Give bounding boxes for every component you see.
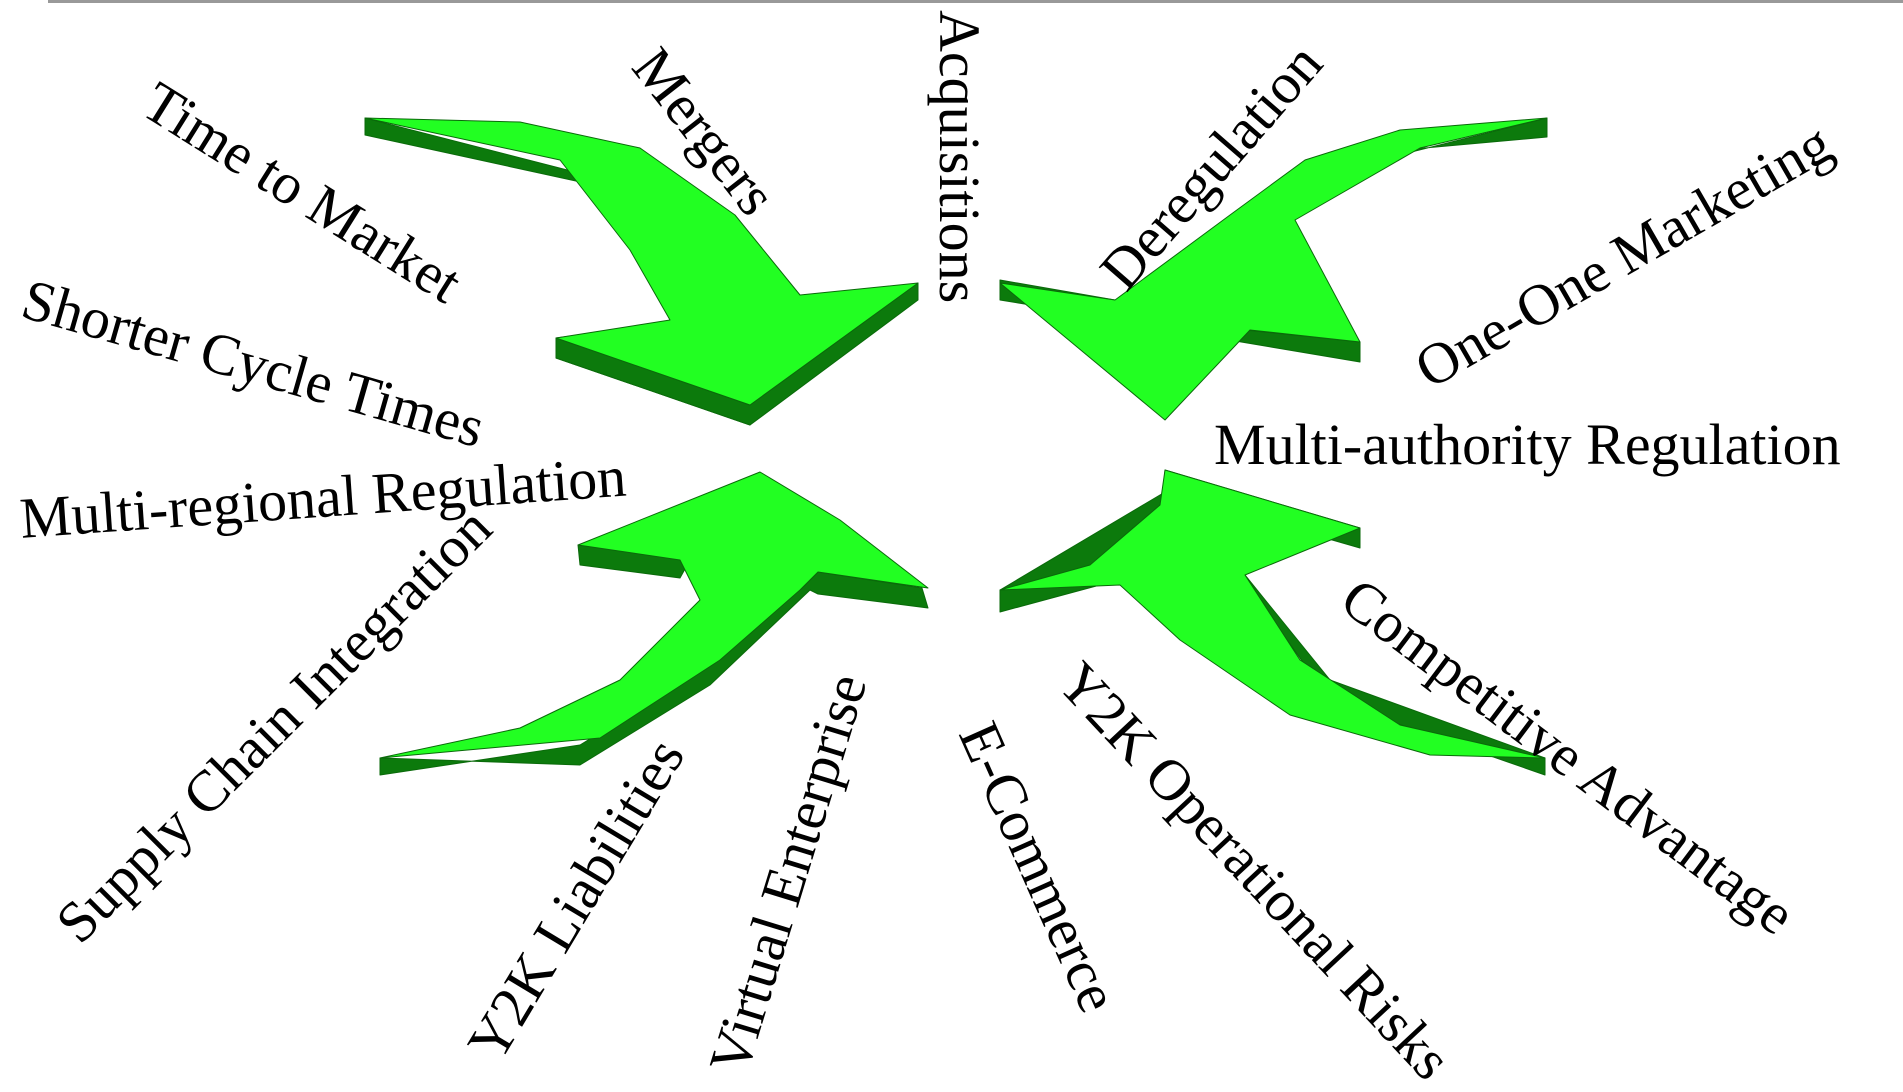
arrow-bottom-right-face xyxy=(999,469,1546,759)
arrow-top-left-face xyxy=(364,117,919,406)
arrow-top-left xyxy=(364,117,919,426)
arrow-bottom-left-side xyxy=(379,571,929,776)
label-multi-authority-regulation: Multi-authority Regulation xyxy=(1214,412,1841,477)
top-rule xyxy=(48,0,1903,3)
arrow-top-right-face xyxy=(999,117,1548,421)
arrow-bottom-right xyxy=(999,469,1546,776)
arrow-bottom-left xyxy=(379,471,929,776)
arrow-bottom-left-face xyxy=(379,471,929,759)
arrow-top-right xyxy=(999,117,1548,421)
label-acquisitions: Acquisitions xyxy=(927,10,992,304)
